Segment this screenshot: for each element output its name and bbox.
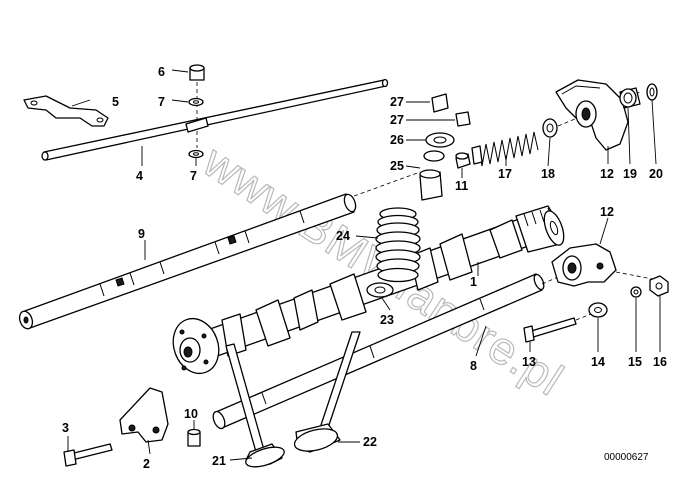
spring-retainer xyxy=(423,132,455,162)
plug-10 xyxy=(187,428,201,447)
callout-12-upper: 12 xyxy=(600,167,614,181)
callout-26: 26 xyxy=(390,133,404,147)
callout-12-lower: 12 xyxy=(600,205,614,219)
callout-20: 20 xyxy=(649,167,663,181)
washer-upper xyxy=(188,97,204,107)
rocker-arm-upper xyxy=(555,79,629,151)
callout-27-lower: 27 xyxy=(390,113,404,127)
bolt-top xyxy=(189,64,205,148)
callout-25: 25 xyxy=(390,159,404,173)
callout-4: 4 xyxy=(136,169,143,183)
callout-10: 10 xyxy=(184,407,198,421)
callout-11: 11 xyxy=(455,179,468,193)
callout-18: 18 xyxy=(541,167,555,181)
washer-14 xyxy=(588,302,608,318)
callout-7-lower: 7 xyxy=(190,169,197,183)
valve-spring xyxy=(375,207,421,283)
callout-14: 14 xyxy=(591,355,605,369)
circlip-upper xyxy=(646,83,658,101)
nut-16 xyxy=(649,275,669,297)
callout-2: 2 xyxy=(143,457,150,471)
callout-23: 23 xyxy=(380,313,394,327)
callout-22: 22 xyxy=(363,435,377,449)
callout-5: 5 xyxy=(112,95,119,109)
rocker-shaft xyxy=(18,193,357,330)
rocker-spring xyxy=(471,131,539,167)
rocker-arm-lower xyxy=(551,243,617,287)
callout-15: 15 xyxy=(628,355,642,369)
exhaust-valve xyxy=(293,331,361,453)
callout-1: 1 xyxy=(470,275,477,289)
intake-valve xyxy=(225,343,285,468)
camshaft xyxy=(172,205,565,375)
callout-24: 24 xyxy=(336,229,350,243)
rocker-shaft-lower xyxy=(212,273,545,430)
valve-keeper-upper xyxy=(431,93,449,113)
callout-17: 17 xyxy=(498,167,512,181)
small-sleeve xyxy=(455,152,471,169)
leader-lines xyxy=(67,69,661,461)
oil-pipe-rod xyxy=(41,78,389,161)
callout-13: 13 xyxy=(522,355,536,369)
thrust-ring xyxy=(542,118,558,138)
callouts: 1 2 3 4 5 6 7 7 8 9 10 11 12 12 13 14 15… xyxy=(62,65,667,471)
valve-stem-seal xyxy=(419,169,443,201)
cover-plate xyxy=(119,387,169,443)
callout-27-upper: 27 xyxy=(390,95,404,109)
bolt-13 xyxy=(523,317,577,343)
callout-19: 19 xyxy=(623,167,637,181)
image-code: 00000627 xyxy=(604,452,649,463)
spring-seat xyxy=(366,282,394,298)
callout-7-upper: 7 xyxy=(158,95,165,109)
callout-8: 8 xyxy=(470,359,477,373)
clamp-on-rod xyxy=(185,117,209,133)
bracket-clip xyxy=(23,95,109,127)
callout-6: 6 xyxy=(158,65,165,79)
rocker-bushing xyxy=(619,87,641,109)
valve-keeper-lower xyxy=(455,111,471,127)
callout-9: 9 xyxy=(138,227,145,241)
washer-lower xyxy=(188,149,204,159)
callout-3: 3 xyxy=(62,421,69,435)
bolt-3 xyxy=(63,443,113,467)
lock-washer-15 xyxy=(630,286,642,298)
callout-16: 16 xyxy=(653,355,667,369)
callout-21: 21 xyxy=(212,454,226,468)
